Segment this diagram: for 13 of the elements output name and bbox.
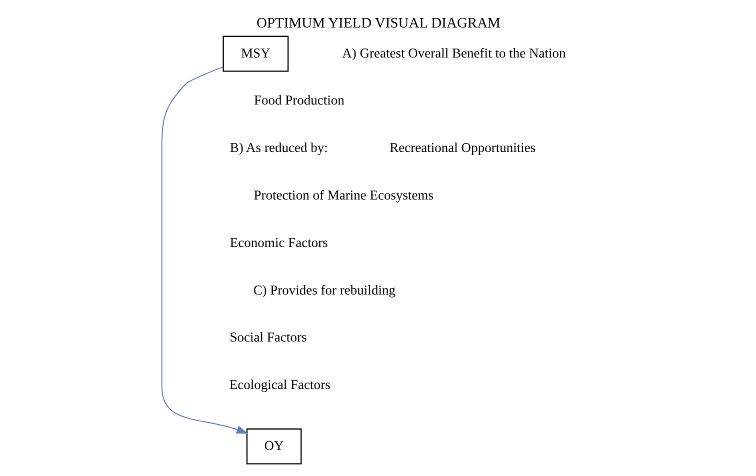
label: Recreational Opportunities	[389, 140, 536, 156]
node-box: MSY	[222, 36, 288, 72]
label: Protection of Marine Ecosystems	[253, 188, 434, 203]
label: Economic Factors	[229, 234, 328, 250]
label: B) As reduced by:	[229, 140, 328, 156]
arrow	[160, 66, 248, 434]
label: Food Production	[253, 92, 344, 108]
label: C) Provides for rebuilding	[252, 282, 395, 298]
label: A) Greatest Overall Benefit to the Nation	[342, 45, 566, 60]
label: Social Factors	[229, 330, 306, 345]
diagram-title: OPTIMUM YIELD VISUAL DIAGRAM	[256, 16, 500, 32]
node-box: OY	[246, 428, 302, 464]
label: Ecological Factors	[228, 377, 330, 392]
